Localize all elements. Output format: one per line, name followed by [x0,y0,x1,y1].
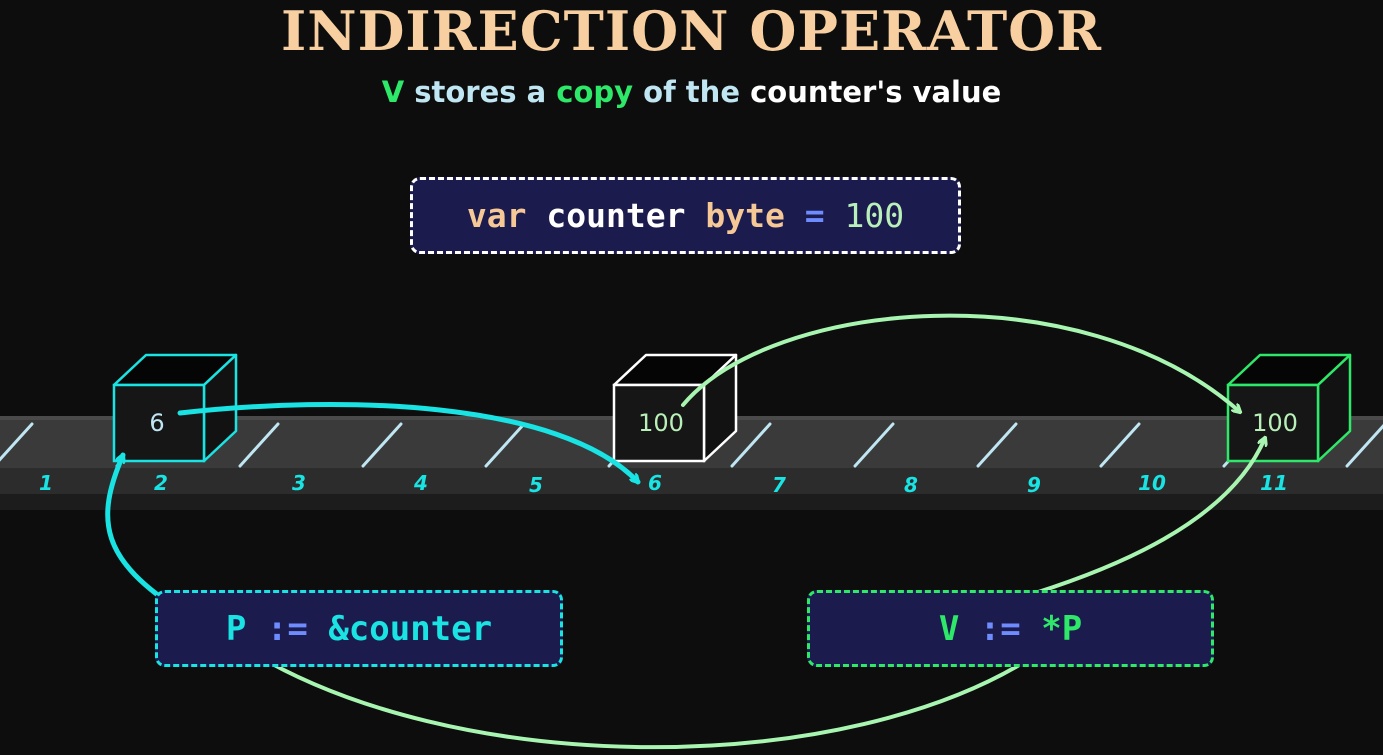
address-label-2: 2 [154,471,168,495]
subtitle-of-the: of the [633,75,751,109]
memory-box-value-counter: 100 [638,409,684,437]
address-label-5: 5 [529,473,543,497]
address-label-10: 10 [1138,471,1166,495]
deref-statement-box: V := *P [807,590,1214,667]
decl-value: 100 [844,196,905,235]
v-expression: *P [1041,608,1083,649]
memory-box-counter: 100 [612,353,738,463]
address-label-1: 1 [39,471,53,495]
decl-keyword: var [466,196,527,235]
address-label-7: 7 [772,473,786,497]
strip-slash [361,422,403,468]
address-label-6: 6 [648,471,662,495]
decl-operator: = [804,196,825,235]
address-label-11: 11 [1260,471,1288,495]
subtitle-stores-a: stores a [404,75,557,109]
arrow-deref-to-p-stmt [240,645,1042,750]
arrow-counter-to-v-box [681,313,1240,412]
subtitle: V stores a copy of the counter's value [0,72,1383,112]
page-title: INDIRECTION OPERATOR [280,0,1103,63]
decl-name: counter [546,196,686,235]
memory-box-P: 6 [112,353,238,463]
pointer-statement-box: P := &counter [155,590,563,667]
address-label-3: 3 [292,471,306,495]
strip-slash [1345,423,1383,468]
strip-slash [0,422,34,462]
strip-slash [853,422,895,468]
address-label-9: 9 [1027,473,1041,497]
strip-slash [484,422,526,468]
address-label-8: 8 [904,473,918,497]
decl-type: byte [705,196,785,235]
address-label-4: 4 [413,471,428,495]
memory-box-value-V: 100 [1252,409,1298,437]
p-assign-operator: := [266,608,308,649]
strip-slash [238,422,280,468]
arrow-box2-to-address6 [177,401,638,482]
v-var: V [938,608,960,649]
address-labels: 1 2 3 4 5 6 7 8 9 10 11 [39,471,1288,497]
memory-boxes: 6 100 100 [112,353,1352,463]
p-expression: &counter [328,608,493,649]
subtitle-counters-value: counter's value [750,75,1002,109]
strip-slash [1099,422,1141,468]
strip-slash [730,422,772,468]
strip-slash [976,422,1018,468]
v-assign-operator: := [979,608,1021,649]
memory-box-value-P: 6 [149,409,164,437]
memory-box-V: 100 [1226,353,1352,463]
declaration-code-box: var counter byte = 100 [410,177,961,254]
p-var: P [225,608,247,649]
subtitle-v: V [381,75,405,109]
subtitle-copy: copy [556,75,634,109]
